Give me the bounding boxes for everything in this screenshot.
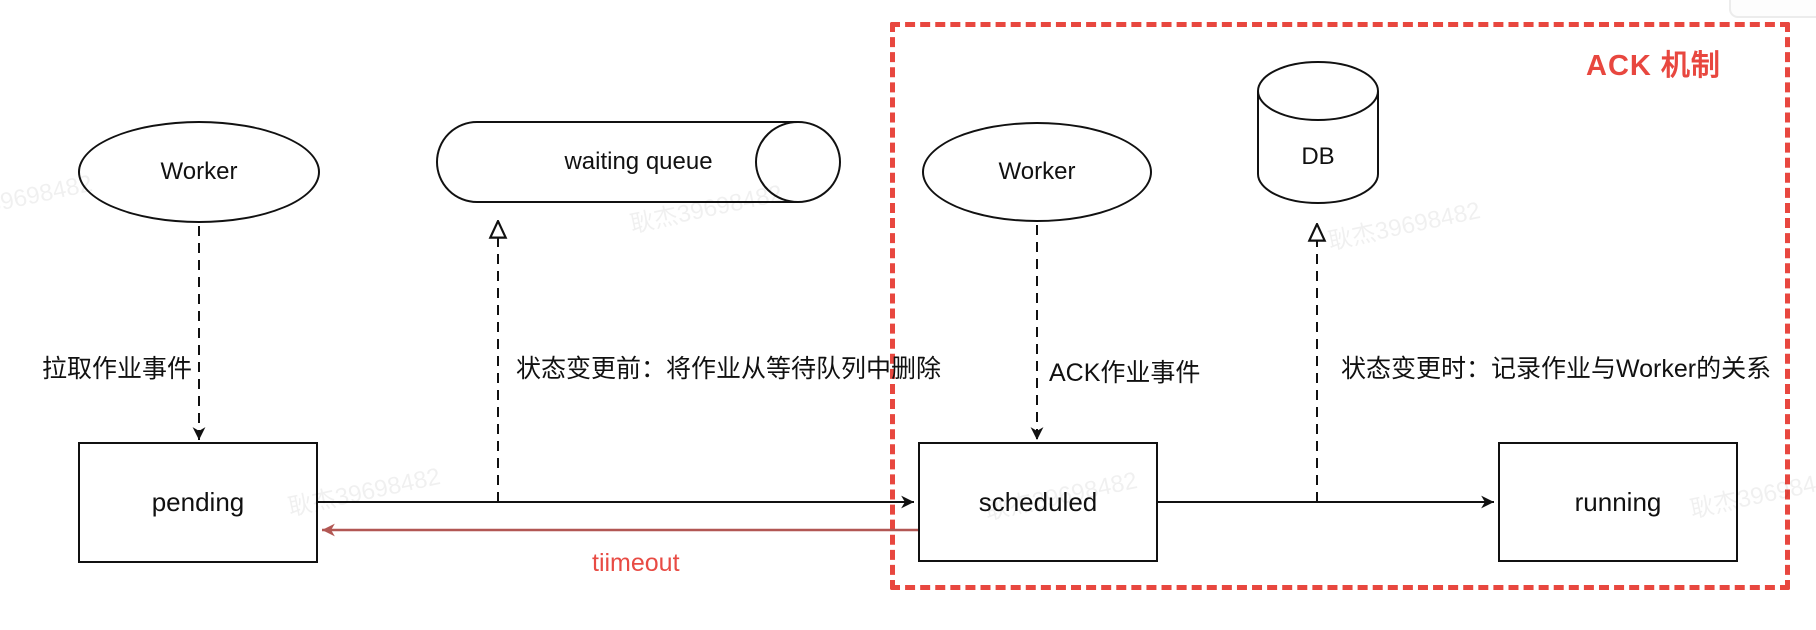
worker-left-label: Worker xyxy=(160,158,238,185)
db-cylinder xyxy=(1257,61,1379,204)
cropped-corner-control[interactable] xyxy=(1729,0,1816,18)
pending-node: pending xyxy=(78,442,318,563)
worker-right-label: Worker xyxy=(998,158,1076,185)
pending-node-label: pending xyxy=(151,487,245,517)
ack-job-label: ACK作业事件 xyxy=(1049,359,1201,387)
pull-job-label: 拉取作业事件 xyxy=(42,355,193,383)
remove-from-queue-label: 状态变更前：将作业从等待队列中删除 xyxy=(516,355,942,383)
waiting-queue-cylinder xyxy=(436,121,841,203)
scheduled-node: scheduled xyxy=(918,442,1158,562)
worker-right-node: Worker xyxy=(922,122,1152,222)
worker-left-node: Worker xyxy=(78,121,320,223)
scheduled-node-label: scheduled xyxy=(978,486,1098,517)
timeout-label: tiimeout xyxy=(592,549,680,577)
ack-group-label: ACK 机制 xyxy=(1586,50,1721,82)
ack-group-frame xyxy=(890,22,1790,590)
running-node: running xyxy=(1498,442,1738,562)
record-relation-label: 状态变更时：记录作业与Worker的关系 xyxy=(1341,355,1772,383)
running-node-label: running xyxy=(1574,486,1662,517)
